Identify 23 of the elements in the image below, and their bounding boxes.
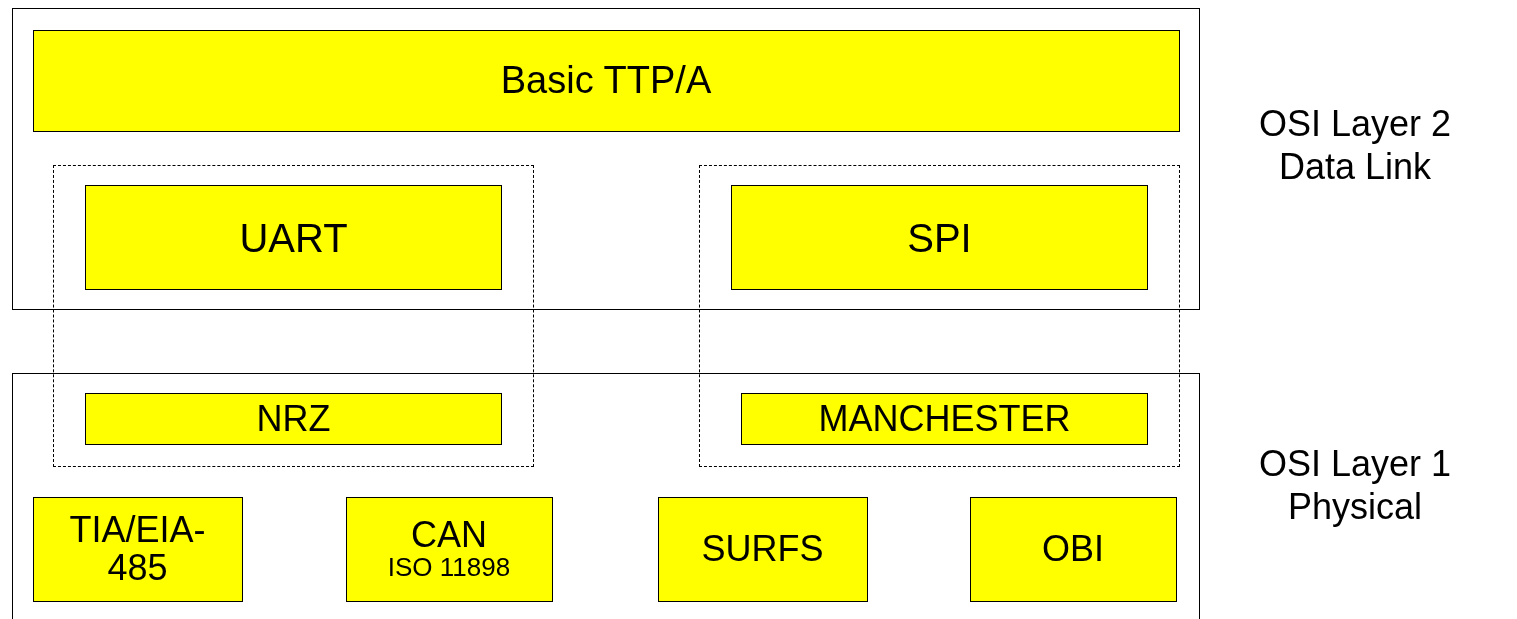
coding-box [85,393,502,445]
layer-box [12,373,1200,619]
physical-box [657,496,868,602]
physical-box [32,496,243,602]
layer-label: OSI Layer 2 Data Link [1257,102,1453,189]
layer-label: OSI Layer 1 Physical [1257,442,1453,529]
layer-box [12,8,1200,310]
box-label: MANCHESTER [818,400,1071,438]
protocol-box [85,185,502,290]
protocol-box [731,185,1148,290]
box-label: OBI [1042,530,1104,568]
box-label: TIA/EIA-485 [68,511,207,587]
box-label: NRZ [256,400,331,438]
box-label: SPI [907,216,972,259]
coding-box [741,393,1148,445]
box-sublabel: ISO 11898 [387,554,511,582]
physical-box [345,496,553,602]
box-label: Basic TTP/A [500,60,712,101]
box-label: SURFS [701,530,824,568]
box-label: CAN [411,516,487,555]
protocol-box [32,29,1180,132]
physical-box [969,496,1177,602]
box-label: UART [239,216,348,259]
